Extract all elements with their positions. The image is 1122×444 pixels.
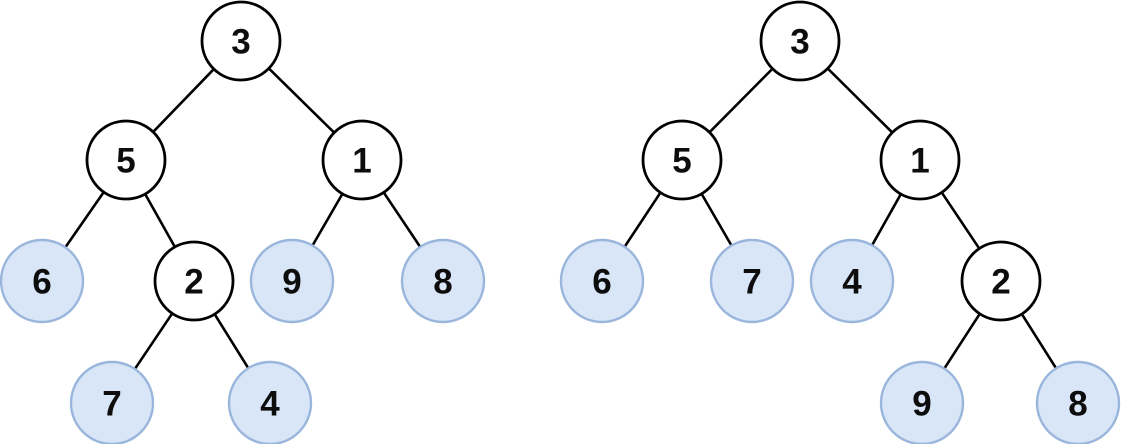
binary-tree-right-edges <box>622 66 1058 371</box>
tree-node-4[interactable]: 4 <box>227 360 313 444</box>
edges-layer <box>63 66 1058 372</box>
tree-edge <box>622 190 663 249</box>
leaf-node-circle[interactable] <box>809 238 895 324</box>
tree-node-1[interactable]: 1 <box>879 119 961 201</box>
internal-node-circle[interactable] <box>200 0 282 82</box>
tree-node-8[interactable]: 8 <box>1035 360 1121 444</box>
leaf-node-circle[interactable] <box>709 238 795 324</box>
tree-node-4[interactable]: 4 <box>809 238 895 324</box>
tree-node-9[interactable]: 9 <box>879 360 965 444</box>
tree-node-1[interactable]: 1 <box>321 119 403 201</box>
tree-node-3[interactable]: 3 <box>759 0 841 82</box>
leaf-node-circle[interactable] <box>879 360 965 444</box>
tree-edge <box>825 66 895 135</box>
tree-node-2[interactable]: 2 <box>960 240 1042 322</box>
internal-node-circle[interactable] <box>960 240 1042 322</box>
tree-node-5[interactable]: 5 <box>85 119 167 201</box>
tree-edge <box>707 66 775 135</box>
tree-node-6[interactable]: 6 <box>559 238 645 324</box>
tree-node-2[interactable]: 2 <box>153 240 235 322</box>
tree-edge <box>212 311 251 371</box>
tree-node-7[interactable]: 7 <box>709 238 795 324</box>
leaf-node-circle[interactable] <box>69 360 155 444</box>
internal-node-circle[interactable] <box>321 119 403 201</box>
tree-edge <box>942 311 982 371</box>
tree-node-9[interactable]: 9 <box>249 238 335 324</box>
internal-node-circle[interactable] <box>759 0 841 82</box>
leaf-node-circle[interactable] <box>400 238 486 324</box>
binary-tree-left-edges <box>63 66 423 372</box>
tree-node-6[interactable]: 6 <box>0 238 85 324</box>
tree-node-3[interactable]: 3 <box>200 0 282 82</box>
internal-node-circle[interactable] <box>641 119 723 201</box>
internal-node-circle[interactable] <box>879 119 961 201</box>
tree-edge <box>870 191 903 248</box>
internal-node-circle[interactable] <box>153 240 235 322</box>
tree-edge <box>699 191 734 248</box>
tree-edge <box>266 66 337 135</box>
tree-edge <box>151 67 216 134</box>
tree-node-8[interactable]: 8 <box>400 238 486 324</box>
tree-edge <box>143 191 177 250</box>
leaf-node-circle[interactable] <box>227 360 313 444</box>
tree-node-7[interactable]: 7 <box>69 360 155 444</box>
tree-edge <box>939 190 982 251</box>
internal-node-circle[interactable] <box>85 119 167 201</box>
tree-edge <box>133 311 175 372</box>
leaf-node-circle[interactable] <box>249 238 335 324</box>
tree-edge <box>63 189 106 250</box>
tree-node-5[interactable]: 5 <box>641 119 723 201</box>
leaf-node-circle[interactable] <box>559 238 645 324</box>
tree-edge <box>381 190 423 250</box>
leaf-node-circle[interactable] <box>0 238 85 324</box>
tree-edge <box>1019 311 1058 371</box>
leaf-node-circle[interactable] <box>1035 360 1121 444</box>
tree-edge <box>310 191 345 248</box>
